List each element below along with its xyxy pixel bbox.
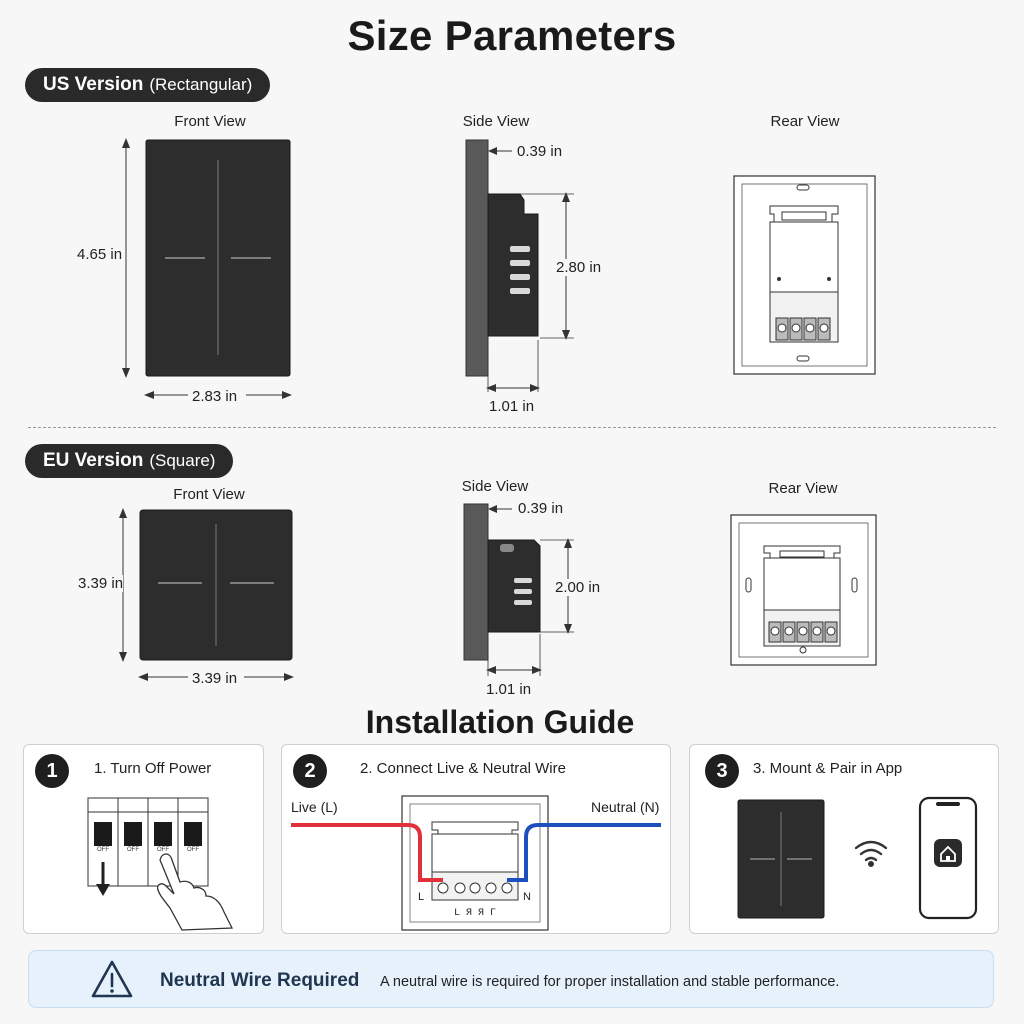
eu-width-label: 3.39 in (192, 670, 238, 687)
step-1-number: 1 (35, 754, 69, 788)
eu-depth-label: 1.01 in (486, 681, 532, 698)
step-2-number: 2 (293, 754, 327, 788)
section-divider (28, 427, 996, 428)
live-wire-label: Live (L) (291, 799, 338, 815)
eu-version-note: (Square) (149, 451, 216, 470)
step-3-title: 3. Mount & Pair in App (753, 760, 903, 777)
us-version-label: US Version (43, 74, 144, 95)
eu-front-view-label: Front View (173, 486, 245, 503)
notice-title: Neutral Wire Required (160, 970, 360, 991)
svg-text:OFF: OFF (127, 847, 139, 853)
eu-side-plate (463, 503, 489, 661)
svg-text:OFF: OFF (187, 847, 199, 853)
wifi-icon (854, 840, 888, 868)
us-height-label: 4.65 in (77, 246, 123, 263)
eu-side-view-label: Side View (461, 478, 529, 495)
us-version-note: (Rectangular) (149, 75, 253, 94)
us-box-height-label: 2.80 in (556, 259, 602, 276)
us-plate-thickness-label: 0.39 in (517, 143, 563, 160)
pointing-hand-icon (156, 853, 234, 931)
neutral-wire-notice (28, 950, 994, 1008)
us-width-label: 2.83 in (192, 388, 238, 405)
smart-home-icon (940, 845, 956, 862)
eu-version-badge: EU Version (Square) (25, 444, 234, 478)
eu-version-label: EU Version (43, 450, 144, 471)
page-title: Size Parameters (347, 12, 677, 59)
us-rear-view-label: Rear View (770, 113, 840, 130)
installation-guide-title: Installation Guide (365, 704, 635, 740)
us-version-badge: US Version (Rectangular) (25, 68, 271, 102)
terminal-l-label: L (418, 891, 424, 903)
svg-text:OFF: OFF (157, 847, 169, 853)
neutral-wire-label: Neutral (N) (591, 799, 660, 815)
notice-text: A neutral wire is required for proper in… (380, 974, 840, 990)
live-wire (291, 823, 443, 882)
eu-height-label: 3.39 in (78, 575, 124, 592)
step-2-title: 2. Connect Live & Neutral Wire (360, 760, 566, 777)
step-3-number: 3 (705, 754, 739, 788)
us-side-view-label: Side View (462, 113, 530, 130)
us-depth-label: 1.01 in (489, 398, 535, 415)
step-1-title: 1. Turn Off Power (94, 760, 212, 777)
terminal-codes: L Я Я Г (454, 908, 496, 919)
terminal-n-label: N (523, 891, 531, 903)
svg-text:OFF: OFF (97, 847, 109, 853)
neutral-wire (507, 823, 661, 882)
us-front-view-label: Front View (174, 113, 246, 130)
eu-plate-thickness-label: 0.39 in (518, 500, 564, 517)
breaker-off-labels: OFF OFF OFF OFF (97, 847, 199, 853)
eu-box-height-label: 2.00 in (555, 579, 601, 596)
eu-rear-view-label: Rear View (768, 480, 838, 497)
